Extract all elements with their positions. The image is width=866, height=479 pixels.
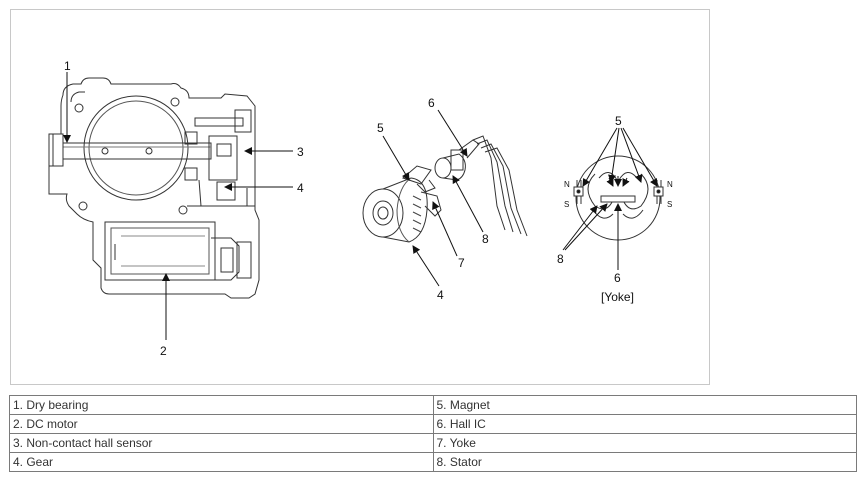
callout-lines-right xyxy=(562,127,658,270)
callout-2: 2 xyxy=(160,344,167,358)
legend-cell-right: 8. Stator xyxy=(432,452,857,472)
diagram-figure: 1 2 3 4 xyxy=(10,9,710,385)
callout-3: 3 xyxy=(297,145,304,159)
callout-yoke-7: 7 xyxy=(458,256,465,270)
pole-s-right: S xyxy=(667,200,672,209)
legend-cell-right: 7. Yoke xyxy=(432,433,857,453)
yoke-caption: [Yoke] xyxy=(601,290,634,304)
legend-row: 3. Non-contact hall sensor 7. Yoke xyxy=(9,433,857,453)
callout-hall-ic-6: 6 xyxy=(428,96,435,110)
legend-table: 1. Dry bearing 5. Magnet 2. DC motor 6. … xyxy=(9,395,857,472)
pole-n-left: N xyxy=(564,180,570,189)
callout-4: 4 xyxy=(297,181,304,195)
callout-yoke-magnet-5: 5 xyxy=(615,114,622,128)
callout-yoke-stator-8: 8 xyxy=(557,252,564,266)
legend-cell-left: 1. Dry bearing xyxy=(9,395,434,415)
pole-s-left: S xyxy=(564,200,569,209)
callout-lines-left xyxy=(63,72,293,340)
legend-cell-left: 4. Gear xyxy=(9,452,434,472)
callout-gear-4: 4 xyxy=(437,288,444,302)
callout-yoke-hall-6: 6 xyxy=(614,271,621,285)
callout-1: 1 xyxy=(64,59,71,73)
legend-cell-left: 3. Non-contact hall sensor xyxy=(9,433,434,453)
callout-lines-middle xyxy=(382,109,484,287)
legend-cell-left: 2. DC motor xyxy=(9,414,434,434)
legend-row: 1. Dry bearing 5. Magnet xyxy=(9,395,857,415)
legend-row: 2. DC motor 6. Hall IC xyxy=(9,414,857,434)
sensor-exploded-drawing xyxy=(362,135,528,243)
diagram-canvas: 1 2 3 4 xyxy=(48,59,673,358)
callout-magnet-5: 5 xyxy=(377,121,384,135)
legend-row: 4. Gear 8. Stator xyxy=(9,452,857,472)
callout-stator-8: 8 xyxy=(482,232,489,246)
legend-cell-right: 5. Magnet xyxy=(432,395,857,415)
legend-cell-right: 6. Hall IC xyxy=(432,414,857,434)
throttle-body-drawing xyxy=(48,77,260,299)
pole-n-right: N xyxy=(667,180,673,189)
